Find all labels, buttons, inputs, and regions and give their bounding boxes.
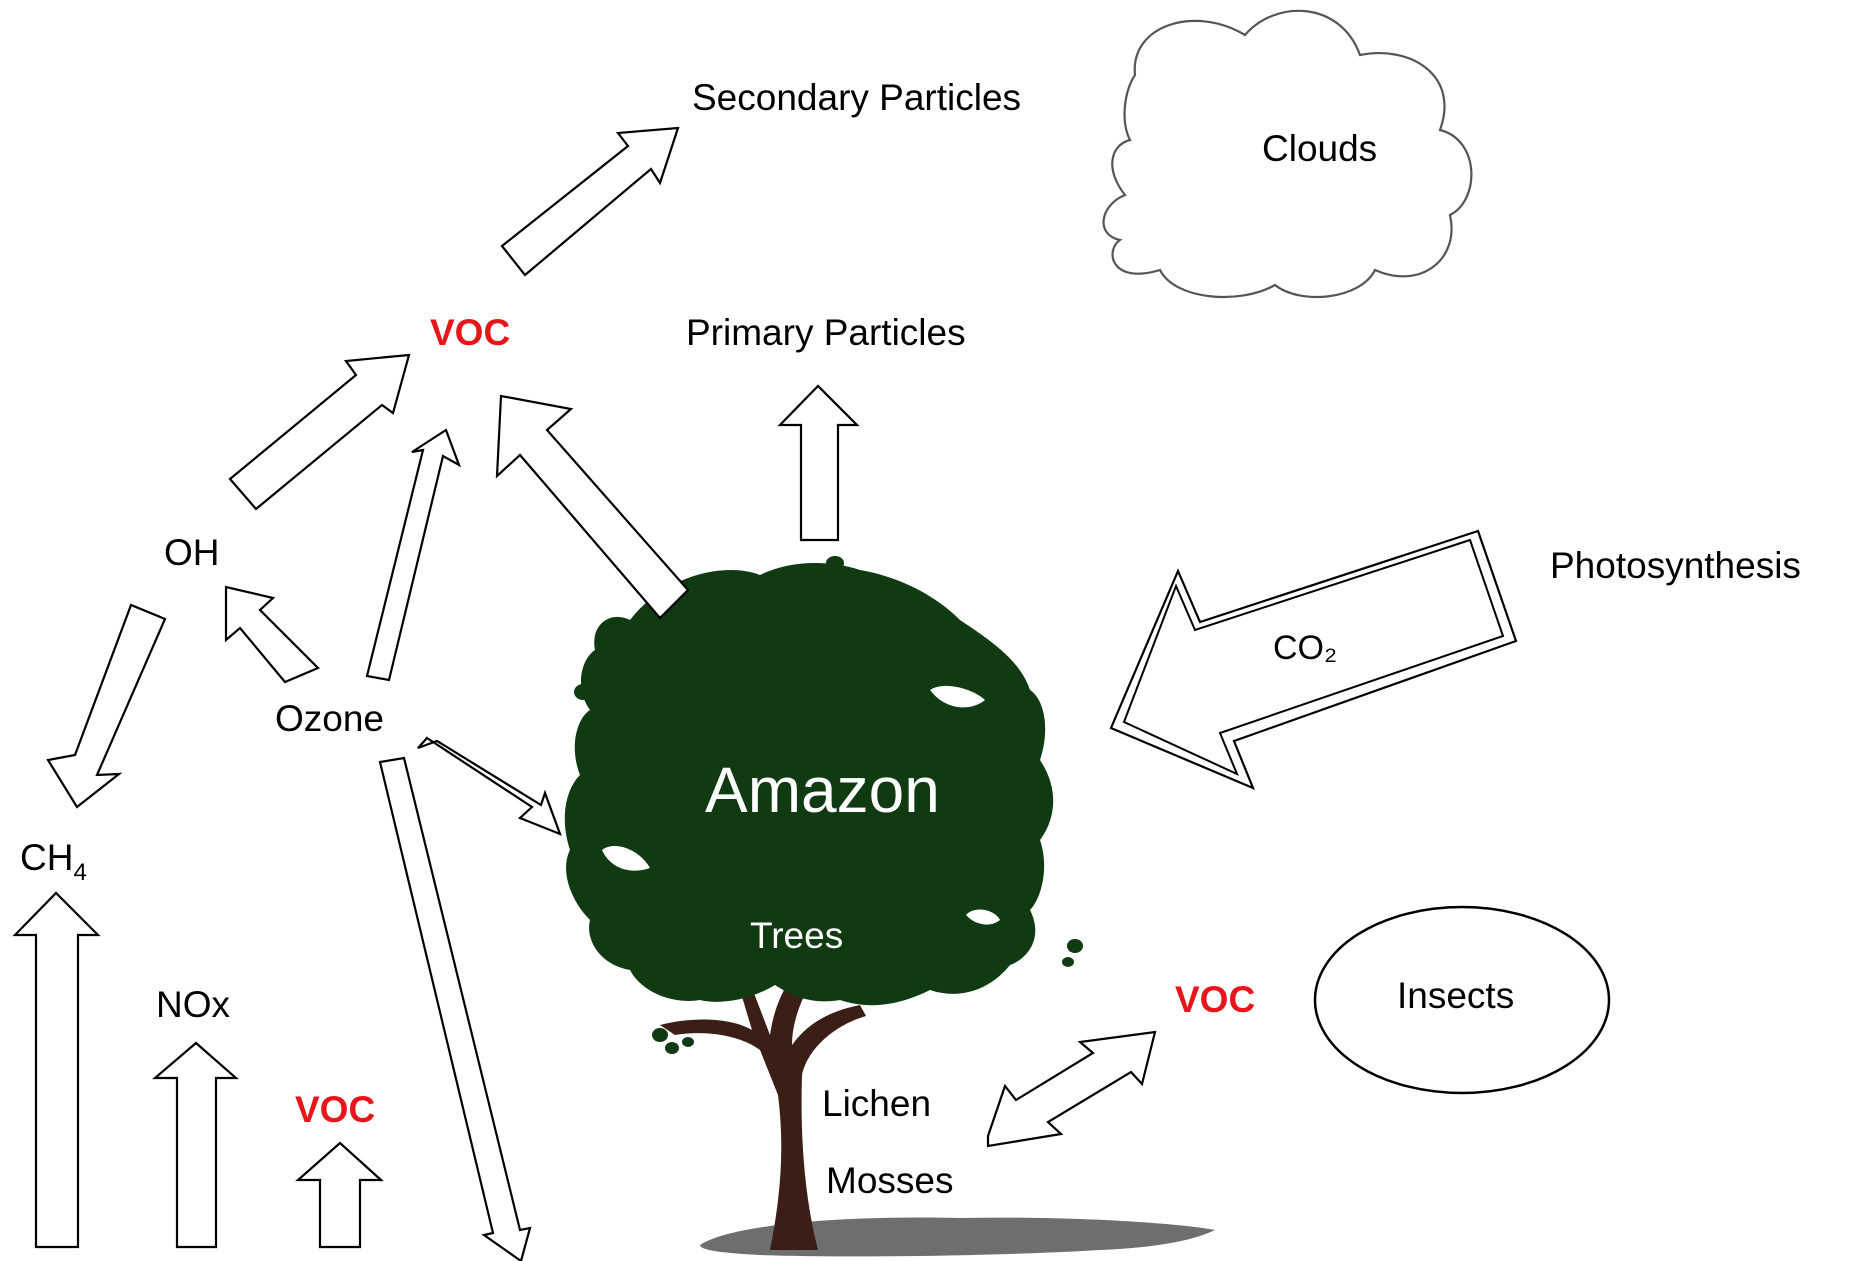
tree-canopy bbox=[564, 563, 1054, 1006]
arrow-photosynthesis-co2 bbox=[1109, 529, 1518, 791]
label-co2: CO₂ bbox=[1273, 629, 1337, 667]
arrow-voc-source bbox=[295, 1141, 384, 1249]
label-lichen: Lichen bbox=[822, 1083, 931, 1124]
label-mosses: Mosses bbox=[826, 1160, 953, 1201]
label-primary-particles: Primary Particles bbox=[686, 312, 966, 353]
label-secondary-particles: Secondary Particles bbox=[692, 77, 1021, 118]
tree-foliage-dots bbox=[569, 556, 1083, 1054]
label-ch4: CH4 bbox=[20, 837, 87, 886]
arrow-oh-to-voc bbox=[228, 353, 411, 511]
label-photosynthesis: Photosynthesis bbox=[1550, 545, 1801, 586]
cloud-shape bbox=[1102, 9, 1473, 299]
ground-shadow bbox=[700, 1217, 1215, 1257]
arrow-ch4-source bbox=[12, 891, 101, 1249]
arrow-oh-to-ch4 bbox=[46, 603, 167, 809]
label-amazon: Amazon bbox=[705, 754, 940, 826]
arrow-ozone-to-voc bbox=[365, 428, 462, 682]
label-oh: OH bbox=[164, 532, 220, 573]
arrow-ozone-to-ground bbox=[378, 756, 532, 1261]
label-ch4-subscript: 4 bbox=[73, 859, 86, 886]
arrow-ozone-to-oh bbox=[224, 585, 320, 684]
label-nox: NOx bbox=[156, 984, 231, 1025]
label-clouds: Clouds bbox=[1262, 128, 1377, 169]
label-trees: Trees bbox=[750, 915, 843, 956]
insects-ellipse bbox=[1313, 905, 1611, 1095]
arrow-ozone-to-amazon bbox=[417, 736, 562, 836]
label-insects: Insects bbox=[1397, 975, 1514, 1016]
label-voc-bottom: VOC bbox=[295, 1089, 375, 1130]
label-ch4-base: CH bbox=[20, 837, 73, 878]
canopy-gaps bbox=[602, 685, 1000, 925]
arrow-lichen-voc-bidirectional bbox=[986, 1030, 1157, 1148]
arrow-amazon-to-voc bbox=[495, 394, 690, 620]
tree-trunk bbox=[660, 960, 866, 1250]
label-voc-right: VOC bbox=[1175, 979, 1255, 1020]
arrow-voc-to-secondary-particles bbox=[500, 126, 680, 277]
label-ozone: Ozone bbox=[275, 698, 384, 739]
arrow-amazon-to-primary-particles bbox=[777, 384, 860, 542]
label-voc-top: VOC bbox=[430, 312, 510, 353]
arrow-nox-source bbox=[152, 1041, 239, 1249]
